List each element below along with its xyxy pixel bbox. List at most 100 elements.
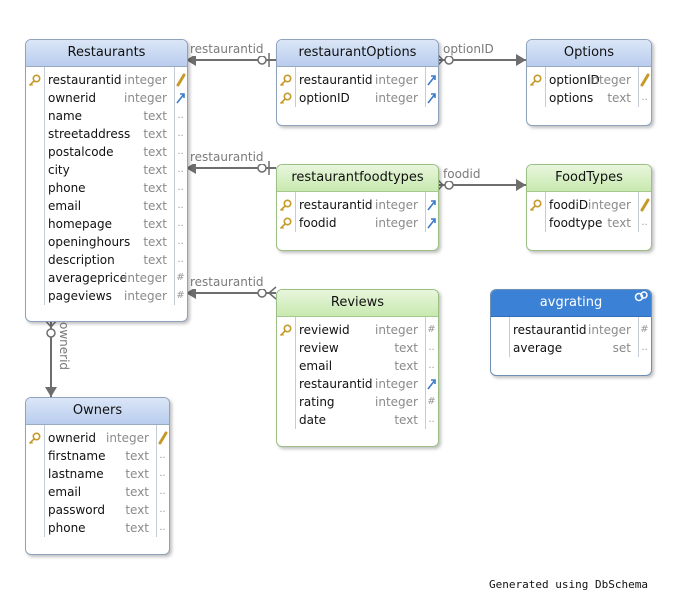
column-name: homepage: [48, 217, 112, 231]
ellipsis-mark-icon: ..: [159, 486, 166, 497]
column-name: streetaddress: [48, 127, 131, 141]
column-name: city: [48, 163, 70, 177]
relation-restaurants-owners[interactable]: [44, 319, 58, 397]
ellipsis-mark-icon: ..: [159, 450, 166, 461]
column-type: text: [125, 521, 149, 535]
primary-key-icon: [529, 73, 543, 87]
primary-key-icon: [28, 431, 42, 445]
column-row[interactable]: email text..: [26, 483, 169, 501]
ellipsis-mark-icon: ..: [177, 182, 184, 193]
ellipsis-mark-icon: ..: [177, 146, 184, 157]
column-type: text: [143, 235, 167, 249]
ellipsis-mark-icon: ..: [177, 128, 184, 139]
column-name: restaurantid: [299, 73, 373, 87]
column-type: integer: [124, 91, 167, 105]
view-icon: [634, 291, 648, 302]
column-type: integer: [588, 323, 631, 337]
ellipsis-mark-icon: ..: [177, 110, 184, 121]
column-name: description: [48, 253, 115, 267]
number-mark-icon: #: [176, 290, 185, 301]
column-type: text: [143, 181, 167, 195]
column-type: text: [394, 413, 418, 427]
primary-key-icon: [279, 91, 293, 105]
column-type: integer: [375, 216, 418, 230]
foreign-key-arrow-icon: [427, 198, 436, 212]
ellipsis-mark-icon: ..: [159, 468, 166, 479]
foreign-key-arrow-icon: [427, 216, 436, 230]
column-type: integer: [375, 91, 418, 105]
column-type: integer: [375, 377, 418, 391]
column-name: restaurantid: [48, 73, 122, 87]
relation-label: restaurantid: [190, 42, 264, 56]
primary-key-icon: [279, 323, 293, 337]
column-type: text: [125, 449, 149, 463]
column-name: pageviews: [48, 289, 112, 303]
generated-by-footer: Generated using DbSchema: [489, 578, 648, 591]
column-type: integer: [375, 198, 418, 212]
ellipsis-mark-icon: ..: [159, 504, 166, 515]
column-name: average: [513, 341, 563, 355]
column-type: integer: [588, 198, 631, 212]
column-row[interactable]: ownerid integer: [26, 89, 187, 107]
column-type: text: [143, 145, 167, 159]
column-type: text: [607, 91, 631, 105]
column-name: foodtype: [549, 216, 603, 230]
column-name: email: [48, 485, 82, 499]
column-type: text: [125, 485, 149, 499]
foreign-key-arrow-icon: [427, 377, 436, 391]
ellipsis-mark-icon: ..: [428, 414, 435, 425]
column-name: ownerid: [48, 91, 97, 105]
column-type: text: [125, 467, 149, 481]
column-type: text: [143, 163, 167, 177]
column-name: review: [299, 341, 339, 355]
column-type: text: [143, 109, 167, 123]
pencil-icon: [176, 73, 186, 87]
column-type: text: [394, 359, 418, 373]
